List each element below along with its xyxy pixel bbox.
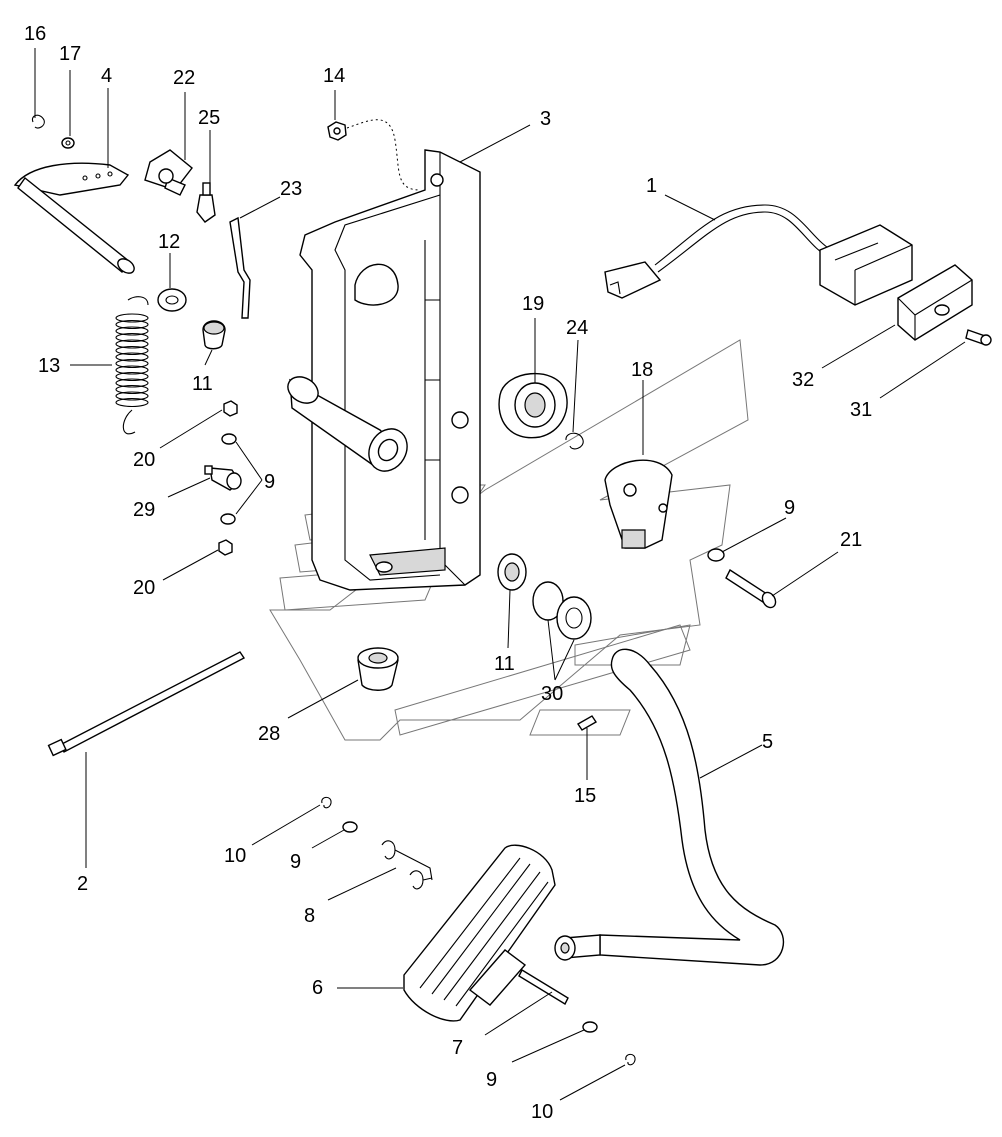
pin-15 (577, 715, 597, 731)
washer-9-d (582, 1021, 598, 1033)
cable-tie-2 (47, 651, 246, 757)
callout-19: 19 (522, 293, 544, 315)
callout-20-upper: 20 (133, 449, 155, 471)
callout-labels: 16 17 4 22 25 14 3 23 1 12 19 24 18 13 1… (24, 23, 872, 1123)
pedal-arm-5 (554, 648, 785, 966)
callout-12: 12 (158, 231, 180, 253)
cover-32 (897, 264, 973, 341)
bolt-21 (725, 568, 777, 609)
pin-29 (204, 465, 242, 491)
callout-7: 7 (452, 1037, 463, 1059)
callout-10-lower: 10 (531, 1101, 553, 1123)
callout-31: 31 (850, 399, 872, 421)
washer-9-a (221, 433, 237, 445)
rod-23 (229, 216, 251, 319)
callout-15: 15 (574, 785, 596, 807)
callout-9-c: 9 (290, 851, 301, 873)
spring-13 (115, 296, 149, 435)
wiring-harness-1 (604, 204, 913, 306)
clip-10-upper (321, 796, 332, 809)
callout-20-lower: 20 (133, 577, 155, 599)
nut-14 (327, 119, 421, 191)
callout-5: 5 (762, 731, 773, 753)
spring-coil (115, 313, 149, 323)
callout-18: 18 (631, 359, 653, 381)
bushing-11-upper (202, 320, 226, 350)
spring-coil (115, 391, 149, 401)
lever-4 (13, 162, 135, 274)
callout-8: 8 (304, 905, 315, 927)
spring-coil (115, 345, 149, 356)
spring-coil (115, 384, 149, 395)
washer-9-b (220, 513, 236, 525)
bearing-19 (498, 372, 568, 439)
nut-20-lower (218, 539, 233, 556)
spring-coil (115, 326, 149, 336)
callout-10-upper: 10 (224, 845, 246, 867)
sensor-22 (144, 149, 193, 196)
spring-8 (381, 840, 433, 890)
callout-1: 1 (646, 175, 657, 197)
washer-12 (157, 288, 187, 312)
callout-14: 14 (323, 65, 345, 87)
callout-30: 30 (541, 683, 563, 705)
clip-16 (31, 114, 45, 129)
spring-coil (115, 339, 149, 349)
connector-25 (196, 182, 216, 223)
screw-31 (965, 329, 992, 346)
washer-9-right (707, 548, 725, 562)
callout-28: 28 (258, 723, 280, 745)
washer-9-c (342, 821, 358, 833)
spring-coil (115, 332, 149, 343)
pin-7 (518, 969, 569, 1005)
callout-4: 4 (101, 65, 112, 87)
washer-17 (61, 137, 75, 149)
callout-9-a: 9 (264, 471, 275, 493)
arm-18 (604, 459, 673, 549)
pedal-housing-bracket (287, 149, 481, 591)
callout-2: 2 (77, 873, 88, 895)
spring-coil (115, 319, 149, 330)
spring-coil (115, 358, 149, 369)
callout-32: 32 (792, 369, 814, 391)
washers-30 (532, 581, 592, 640)
clip-24 (565, 432, 584, 450)
foot-pedal-6 (403, 844, 556, 1022)
callout-16: 16 (24, 23, 46, 45)
clip-10-lower (625, 1053, 636, 1066)
callout-21: 21 (840, 529, 862, 551)
spring-coil (115, 365, 149, 375)
callout-3: 3 (540, 108, 551, 130)
spring-coil (115, 397, 149, 408)
callout-29: 29 (133, 499, 155, 521)
callout-22: 22 (173, 67, 195, 89)
callout-9-b: 9 (784, 497, 795, 519)
grommet-28 (357, 647, 399, 691)
spring-coil (115, 352, 149, 362)
callout-23: 23 (280, 178, 302, 200)
leader-lines (34, 48, 966, 1101)
callout-11-lower: 11 (494, 653, 515, 675)
nut-20-upper (223, 400, 238, 417)
callout-6: 6 (312, 977, 323, 999)
bushing-11-lower (497, 553, 527, 591)
callout-9-d: 9 (486, 1069, 497, 1091)
callout-25: 25 (198, 107, 220, 129)
spring-coil (115, 371, 149, 382)
callout-24: 24 (566, 317, 588, 339)
callout-11-upper: 11 (192, 373, 213, 395)
spring-coil (115, 378, 149, 388)
callout-13: 13 (38, 355, 60, 377)
callout-17: 17 (59, 43, 81, 65)
